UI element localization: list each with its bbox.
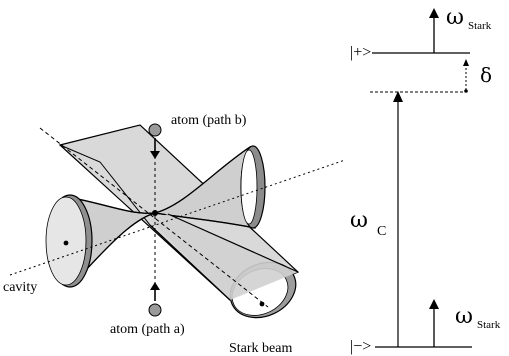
cavity-axis: [9, 159, 346, 276]
atom-b: [148, 123, 162, 159]
stark-shift-arrow-upper: [429, 8, 439, 18]
stark-beam-axis: [39, 127, 269, 308]
detuning-symbol: δ: [480, 63, 492, 87]
upper-state-label: |+>: [350, 44, 371, 61]
label-atom-path-b: atom (path b): [171, 113, 247, 128]
interaction-point: [152, 210, 158, 216]
label-cavity: cavity: [3, 280, 37, 295]
stark-omega-lower: ω: [455, 304, 473, 329]
cavity-omega: ω: [350, 208, 368, 233]
label-stark-beam: Stark beam: [229, 341, 292, 356]
beam-geometry: [9, 123, 346, 319]
stark-subscript-upper: Stark: [468, 20, 492, 32]
stark-omega-upper: ω: [446, 5, 464, 30]
energy-level-diagram: |+> ω Stark δ ω C |−> ω Stark: [350, 5, 501, 355]
stark-subscript-lower: Stark: [477, 319, 501, 331]
cavity-omega-subscript: C: [377, 224, 386, 239]
lower-state-label: |−>: [350, 338, 371, 355]
label-atom-path-a: atom (path a): [110, 322, 185, 337]
detuning-arrow: [463, 59, 469, 66]
stark-shift-arrow-lower: [429, 299, 439, 309]
atom-a: [148, 282, 162, 317]
